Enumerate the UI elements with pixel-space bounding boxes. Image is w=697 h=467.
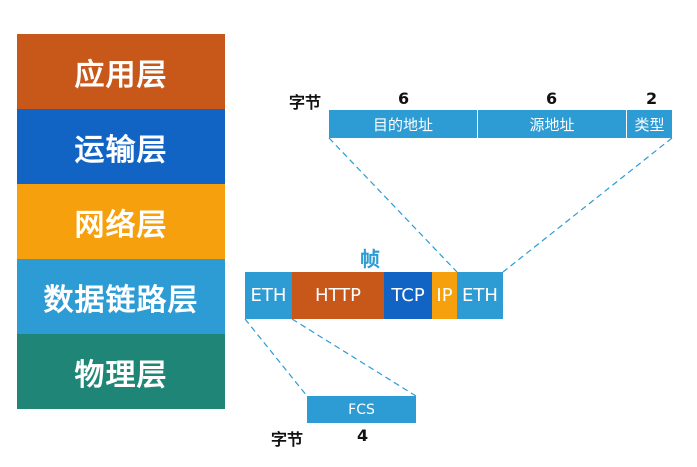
field-fcs: FCS [307,396,416,423]
frame-segment-http: HTTP [292,272,384,319]
layer-physical: 物理层 [17,334,225,409]
field-source-address: 源地址 [478,110,627,138]
trailer-bytes-fcs: 4 [357,426,369,445]
header-connector-left [328,137,458,273]
layer-network: 网络层 [17,184,225,259]
trailer-bytes-label: 字节 [271,430,304,449]
header-bytes-type: 2 [646,89,658,108]
header-bytes-label: 字节 [289,93,322,112]
frame-segment-eth-trailer: ETH [245,272,292,319]
frame-title: 帧 [360,247,380,271]
field-type: 类型 [627,110,672,138]
frame-segment-tcp: TCP [384,272,432,319]
header-bytes-dest: 6 [398,89,410,108]
frame-segment-eth-header: ETH [457,272,503,319]
layer-transport: 运输层 [17,109,225,184]
header-bytes-src: 6 [546,89,558,108]
layer-application: 应用层 [17,34,225,109]
layer-datalink: 数据链路层 [17,259,225,334]
field-destination-address: 目的地址 [329,110,478,138]
frame-segment-ip: IP [432,272,457,319]
header-connector-right [502,137,673,273]
trailer-connector-left [244,318,308,397]
trailer-connector-right [291,318,417,397]
